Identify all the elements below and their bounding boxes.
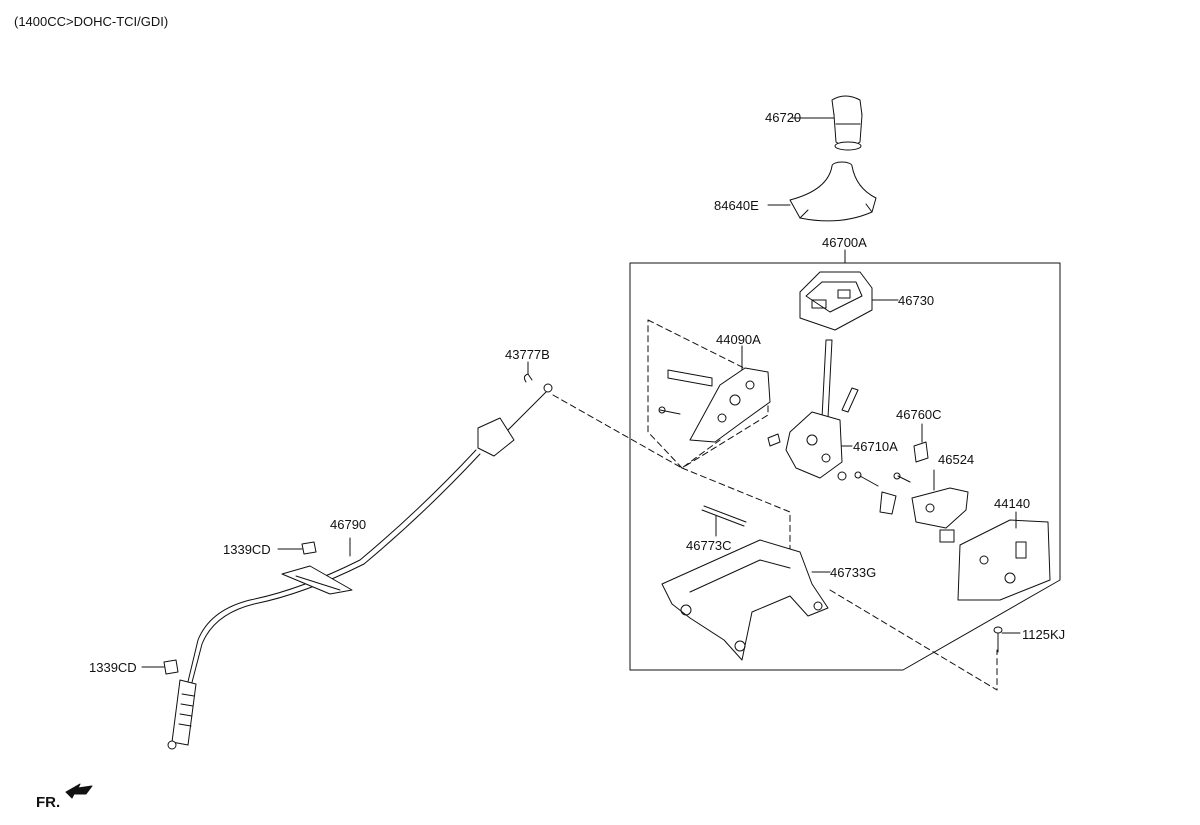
front-direction-label: FR. [36, 794, 61, 811]
retainer-clip [913, 423, 929, 463]
engine-spec-header: (1400CC>DOHC-TCI/GDI) [14, 14, 169, 29]
nut-lower [141, 659, 179, 675]
cable-clip [523, 361, 533, 383]
shifter-base [661, 539, 831, 661]
cable-mount-bracket [281, 565, 353, 595]
position-sensor [911, 469, 969, 543]
shift-boot [767, 161, 877, 222]
label-retainer-clip: 46760C [896, 407, 942, 422]
shift-cable [167, 383, 553, 750]
nut-upper [277, 541, 317, 555]
label-knob: 46720 [765, 110, 802, 125]
label-mounting-bolt: 1125KJ [1022, 627, 1066, 642]
indicator-housing [799, 271, 899, 331]
label-cable-clip: 43777B [505, 347, 550, 362]
front-arrow-icon [65, 783, 93, 799]
control-module-bracket [957, 511, 1051, 601]
label-detent-pin: 46773C [686, 538, 732, 553]
label-nut-lower: 1339CD [89, 660, 137, 675]
label-nut-upper: 1339CD [223, 542, 271, 557]
shift-lever [767, 339, 859, 481]
label-indicator-housing: 46730 [898, 293, 935, 308]
shift-knob [791, 95, 863, 151]
label-shifter-base: 46733G [830, 565, 877, 580]
assembly-frame [629, 262, 1061, 671]
lever-fasteners [854, 471, 911, 515]
mounting-bolt [993, 626, 1021, 653]
label-module-bracket: 44140 [994, 496, 1031, 511]
label-lever-assembly: 46700A [822, 235, 867, 250]
dashed-bolt-line [829, 589, 998, 691]
side-bracket [658, 345, 771, 443]
label-boot: 84640E [714, 198, 759, 213]
dashed-cable-route [552, 394, 721, 469]
detent-pin [701, 505, 747, 537]
label-position-sensor: 46524 [938, 452, 975, 467]
label-side-bracket: 44090A [716, 332, 761, 347]
label-shift-cable: 46790 [330, 517, 367, 532]
label-shift-lever: 46710A [853, 439, 898, 454]
